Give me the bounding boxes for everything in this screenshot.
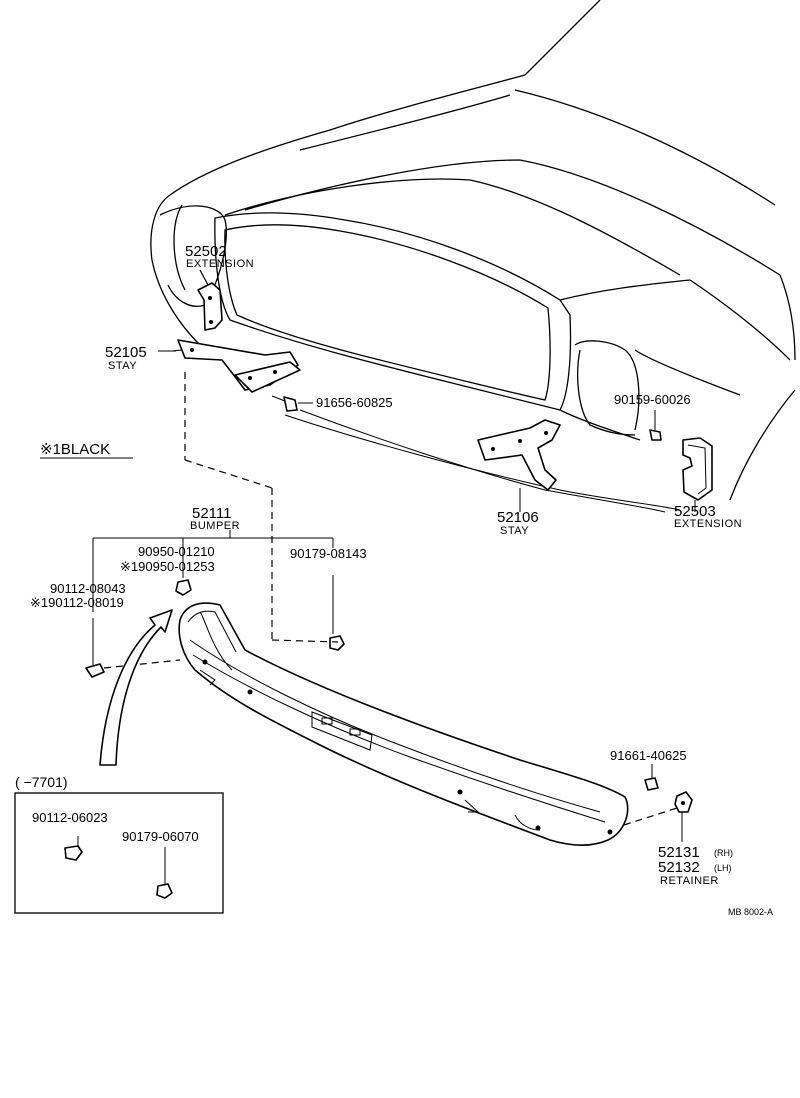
bumper-bolt-b-part — [644, 777, 659, 791]
bumper-name: BUMPER — [190, 520, 240, 532]
stay-left-name: STAY — [108, 360, 137, 372]
inset-box — [14, 792, 224, 914]
catalog-code: MB 8002-A — [728, 907, 773, 917]
bumper-nut-b-part — [329, 635, 345, 651]
ext-left-name: EXTENSION — [186, 258, 254, 270]
nut-a-alt: ※190950-01253 — [120, 559, 215, 574]
bolt-a-number: 90112-08043 — [50, 581, 126, 596]
reference-arrow — [99, 609, 173, 766]
stay-bolt-part — [271, 395, 298, 412]
nut-b-number: 90179-08143 — [290, 546, 367, 561]
bolt-b-number: 91661-40625 — [610, 748, 687, 763]
ext-right-number: 52503 — [674, 503, 716, 520]
bolt-a-alt: ※190112-08019 — [30, 595, 124, 610]
retainer-lh-number: 52132 — [658, 859, 700, 876]
bumper-nut-a-part — [175, 579, 192, 596]
nut-a-number: 90950-01210 — [138, 544, 215, 559]
retainer-rh-number: 52131 — [658, 844, 700, 861]
bumper-number: 52111 — [192, 505, 232, 522]
black-note: ※1BLACK — [40, 441, 110, 458]
range-note: ( −7701) — [15, 774, 68, 790]
stay-left-number: 52105 — [105, 344, 147, 361]
bumper-bolt-a-part — [85, 663, 105, 678]
retainer-rh-tag: (RH) — [714, 848, 733, 858]
leader-lines — [92, 269, 696, 842]
extension-right-part — [682, 437, 713, 501]
ext-left-number: 52502 — [185, 243, 227, 260]
ext-right-name: EXTENSION — [674, 518, 742, 530]
inset-bolt-number: 90112-06023 — [32, 810, 108, 825]
retainer-name: RETAINER — [660, 875, 719, 887]
stay-left-part — [171, 339, 301, 393]
retainer-lh-tag: (LH) — [714, 863, 732, 873]
car-body-drawing — [150, 0, 796, 511]
bolt-stay-number: 91656-60825 — [316, 395, 393, 410]
stay-right-number: 52106 — [497, 509, 539, 526]
stay-right-part — [477, 419, 561, 491]
bumper-part — [178, 602, 629, 847]
stay-right-name: STAY — [500, 525, 529, 537]
clip-right-number: 90159-60026 — [614, 392, 691, 407]
retainer-part — [674, 791, 693, 813]
inset-nut-number: 90179-06070 — [122, 829, 199, 844]
